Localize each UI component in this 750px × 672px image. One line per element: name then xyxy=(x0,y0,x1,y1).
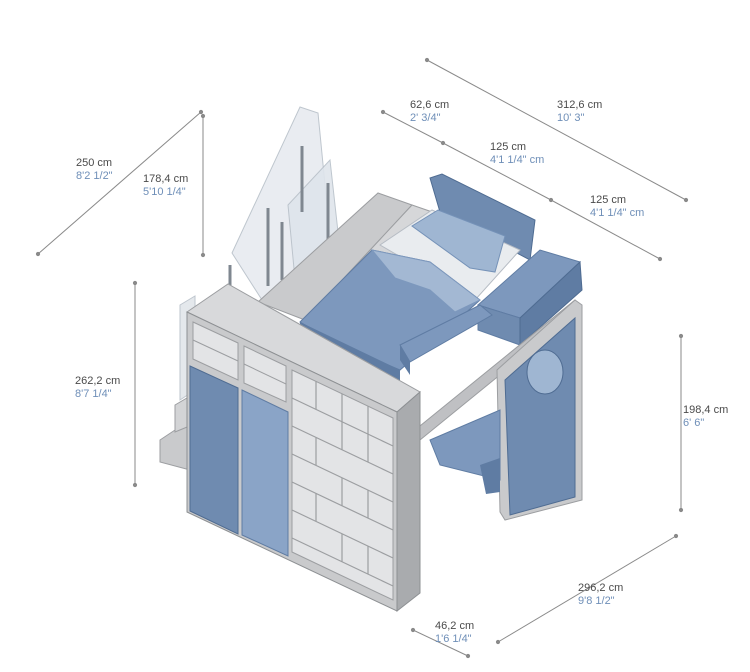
bed-height-imperial: 6' 6" xyxy=(683,417,705,429)
wardrobe-door-right xyxy=(241,389,289,557)
stair-length-metric: 250 cm xyxy=(76,157,113,169)
total-width-metric: 296,2 cm xyxy=(578,582,624,594)
cabinet-depth-metric: 46,2 cm xyxy=(435,620,475,632)
label-stair-length: 250 cm 8'2 1/2" xyxy=(76,157,113,183)
dim-line-total-length xyxy=(426,59,687,201)
total-length-metric: 312,6 cm xyxy=(557,99,603,111)
bed-width-a-imperial: 4'1 1/4" cm xyxy=(490,154,545,166)
bed-width-a-metric: 125 cm xyxy=(490,141,527,153)
loft-frame xyxy=(414,299,583,521)
bed xyxy=(299,209,521,382)
side-block xyxy=(399,249,583,375)
headboard xyxy=(429,173,536,261)
rail-length-imperial: 5'10 1/4" xyxy=(143,186,186,198)
label-total-length: 312,6 cm 10' 3" xyxy=(557,99,602,125)
porthole xyxy=(526,349,564,395)
bed-width-b-imperial: 4'1 1/4" cm xyxy=(590,207,645,219)
dim-line-bed-width-b xyxy=(550,199,661,260)
wardrobe-door-left xyxy=(189,365,239,535)
dim-line-bed-width-a xyxy=(442,142,552,201)
pillow xyxy=(411,209,506,273)
label-bed-height: 198,4 cm 6' 6" xyxy=(683,404,728,430)
label-desk-depth: 62,6 cm 2' 3/4" xyxy=(410,99,449,125)
cabinet-depth-imperial: 1'6 1/4" xyxy=(435,633,472,645)
desk-depth-metric: 62,6 cm xyxy=(410,99,450,111)
dim-line-stair-length xyxy=(37,111,202,255)
stair-length-imperial: 8'2 1/2" xyxy=(76,170,113,182)
wardrobe-bookcase xyxy=(185,283,421,613)
dim-line-desk-depth xyxy=(382,111,444,144)
total-height-imperial: 8'7 1/4" xyxy=(75,388,112,400)
label-bed-width-a: 125 cm 4'1 1/4" cm xyxy=(490,141,544,167)
rail-length-metric: 178,4 cm xyxy=(143,173,189,185)
bed-width-b-metric: 125 cm xyxy=(590,194,627,206)
dimension-lines xyxy=(35,57,689,659)
dim-line-cabinet-depth xyxy=(412,629,469,657)
desk-depth-imperial: 2' 3/4" xyxy=(410,112,441,124)
label-total-width: 296,2 cm 9'8 1/2" xyxy=(578,582,623,608)
total-width-imperial: 9'8 1/2" xyxy=(578,595,615,607)
label-bed-width-b: 125 cm 4'1 1/4" cm xyxy=(590,194,644,220)
label-total-height: 262,2 cm 8'7 1/4" xyxy=(75,375,120,401)
dim-line-total-width xyxy=(497,535,677,643)
bed-height-metric: 198,4 cm xyxy=(683,404,729,416)
total-length-imperial: 10' 3" xyxy=(557,112,585,124)
total-height-metric: 262,2 cm xyxy=(75,375,121,387)
label-rail-length: 178,4 cm 5'10 1/4" xyxy=(143,173,188,199)
label-cabinet-depth: 46,2 cm 1'6 1/4" xyxy=(435,620,474,646)
